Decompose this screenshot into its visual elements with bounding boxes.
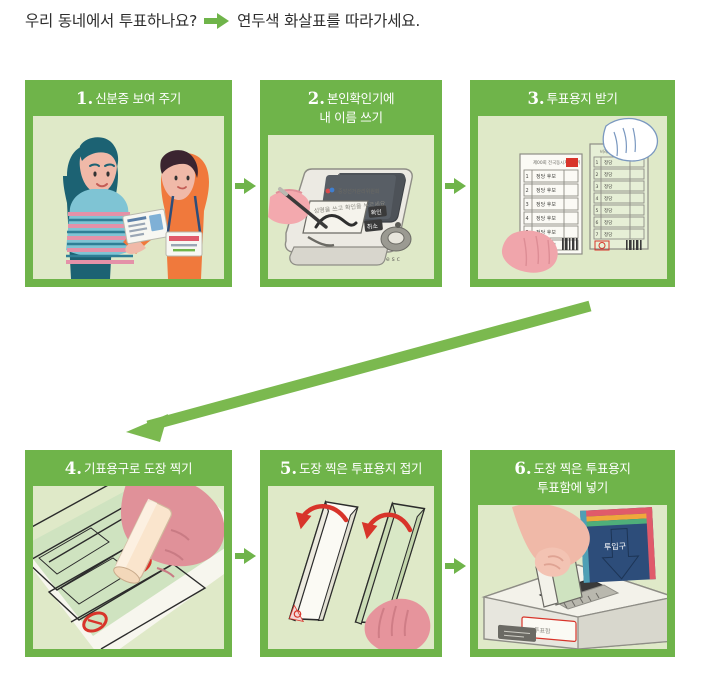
stamping-ballot-with-tool-icon (33, 486, 224, 649)
svg-text:6: 6 (596, 220, 599, 226)
svg-text:e s c: e s c (386, 256, 400, 263)
signing-identity-verification-device-icon: 성명을 쓰고 확인을 누르세요 확인 취소 중앙선거관리위원회 (268, 135, 434, 279)
arrow-right-icon (445, 558, 467, 574)
step-6-title: 6.도장 찍은 투표용지 투표함에 넣기 (470, 450, 675, 505)
step-card-5[interactable]: 5.도장 찍은 투표용지 접기 (260, 450, 442, 657)
step-2-label-line1: 본인확인기에 (327, 91, 395, 106)
step-card-6[interactable]: 6.도장 찍은 투표용지 투표함에 넣기 투표함 (470, 450, 675, 657)
person-showing-id-card-icon (33, 116, 224, 279)
arrow-right-icon (235, 178, 257, 194)
arrow-right-icon (235, 548, 257, 564)
svg-text:확인: 확인 (370, 208, 382, 217)
svg-text:정당: 정당 (604, 183, 613, 190)
step-card-3[interactable]: 3.투표용지 받기 제00회 전국동시지방선거 (470, 80, 675, 287)
step-2-title: 2.본인확인기에 내 이름 쓰기 (260, 80, 442, 135)
step-5-label: 도장 찍은 투표용지 접기 (299, 461, 423, 476)
step-1-number: 1. (76, 89, 94, 108)
svg-text:투입구: 투입구 (604, 542, 627, 552)
step-2-illustration: 성명을 쓰고 확인을 누르세요 확인 취소 중앙선거관리위원회 (268, 135, 434, 279)
svg-text:4: 4 (526, 216, 529, 222)
step-5-illustration (268, 486, 434, 649)
svg-text:중앙선거관리위원회: 중앙선거관리위원회 (338, 188, 379, 195)
step-card-4[interactable]: 4.기표용구로 도장 찍기 (25, 450, 232, 657)
svg-text:1: 1 (526, 174, 529, 180)
steps-row-bottom: 4.기표용구로 도장 찍기 (25, 450, 675, 657)
svg-text:정당 후보: 정당 후보 (536, 201, 556, 208)
svg-text:제00회 전국동시지방선거: 제00회 전국동시지방선거 (533, 159, 580, 166)
svg-text:정당: 정당 (604, 195, 613, 202)
header-question: 우리 동네에서 투표하나요? (25, 12, 198, 30)
step-3-illustration: 제00회 전국동시지방선거 1 정당 후보 2 정당 후보 3 정당 후보 4 정당 후… (478, 116, 667, 279)
svg-text:정당: 정당 (604, 159, 613, 166)
svg-text:3: 3 (526, 202, 529, 208)
step-6-label-line2: 투표함에 넣기 (537, 480, 608, 495)
arrow-right-icon (445, 178, 467, 194)
row-connector-arrow (126, 300, 592, 442)
svg-text:7: 7 (596, 232, 599, 238)
step-2-number: 2. (307, 89, 326, 108)
svg-text:정당 후보: 정당 후보 (536, 187, 556, 194)
svg-text:취소: 취소 (366, 222, 378, 231)
svg-text:4: 4 (596, 196, 599, 202)
svg-text:정당: 정당 (604, 207, 613, 214)
steps-row-top: 1.신분증 보여 주기 (25, 80, 675, 287)
step-3-title: 3.투표용지 받기 (470, 80, 675, 116)
svg-text:정당: 정당 (604, 171, 613, 178)
svg-text:2: 2 (596, 172, 599, 178)
receiving-ballot-papers-icon: 제00회 전국동시지방선거 1 정당 후보 2 정당 후보 3 정당 후보 4 정당 후… (478, 116, 667, 279)
svg-text:정당: 정당 (604, 231, 613, 238)
svg-text:1: 1 (596, 160, 599, 166)
arrow-right-icon (204, 13, 230, 30)
step-5-number: 5. (279, 459, 298, 478)
step-4-illustration (33, 486, 224, 649)
step-1-label: 신분증 보여 주기 (95, 91, 181, 106)
step-6-illustration: 투표함 투입구 (478, 505, 667, 649)
svg-text:정당 후보: 정당 후보 (536, 229, 556, 236)
step-1-title: 1.신분증 보여 주기 (25, 80, 232, 116)
inserting-ballot-into-box-icon: 투표함 투입구 (478, 505, 667, 649)
svg-text:투표함: 투표함 (534, 626, 551, 635)
step-card-1[interactable]: 1.신분증 보여 주기 (25, 80, 232, 287)
svg-text:정당 후보: 정당 후보 (536, 173, 556, 180)
step-3-number: 3. (527, 89, 545, 108)
step-4-number: 4. (64, 459, 83, 478)
svg-text:2: 2 (526, 188, 529, 194)
header-banner: 우리 동네에서 투표하나요? 연두색 화살표를 따라가세요. (25, 12, 420, 31)
header-instruction: 연두색 화살표를 따라가세요. (237, 12, 421, 30)
step-4-title: 4.기표용구로 도장 찍기 (25, 450, 232, 486)
step-6-number: 6. (514, 459, 532, 478)
svg-text:5: 5 (596, 208, 599, 214)
svg-text:정당: 정당 (604, 219, 613, 226)
svg-text:3: 3 (596, 184, 599, 190)
step-6-label-line1: 도장 찍은 투표용지 (533, 461, 631, 476)
step-5-title: 5.도장 찍은 투표용지 접기 (260, 450, 442, 486)
step-1-illustration (33, 116, 224, 279)
step-3-label: 투표용지 받기 (546, 91, 618, 106)
step-card-2[interactable]: 2.본인확인기에 내 이름 쓰기 성명을 쓰고 확인을 누르세요 확인 (260, 80, 442, 287)
step-2-label-line2: 내 이름 쓰기 (319, 110, 383, 125)
svg-text:정당 후보: 정당 후보 (536, 215, 556, 222)
folding-stamped-ballot-icon (268, 486, 434, 649)
step-4-label: 기표용구로 도장 찍기 (84, 461, 193, 476)
